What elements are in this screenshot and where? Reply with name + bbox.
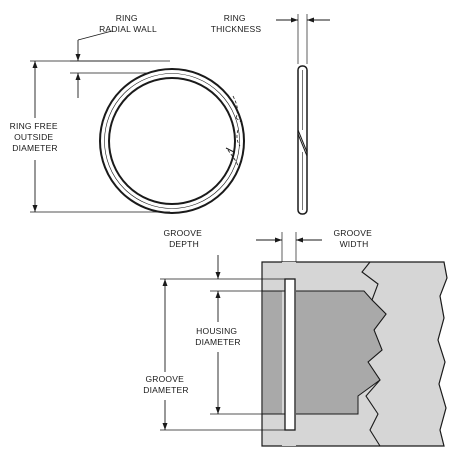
groove-depth-label: GROOVE DEPTH [163,228,204,249]
ring-thickness-label: RING THICKNESS [211,13,262,34]
ring-inner-edge [108,77,236,205]
groove-depth-dimension: GROOVE DEPTH [163,228,285,306]
ring-side-offset [297,129,308,157]
groove-width-label: GROOVE WIDTH [333,228,374,249]
ring-free-od-label: RING FREE OUTSIDE DIAMETER [10,121,61,153]
ring-front-view [99,68,245,214]
ring-middle-turn [104,73,240,209]
ring-outer-edge [99,68,245,214]
ring-side-view [297,65,308,215]
housing-section [261,261,448,447]
housing-diameter-dimension: HOUSING DIAMETER [195,306,262,415]
ring-thickness-dimension: RING THICKNESS [211,13,330,64]
housing-diameter-label: HOUSING DIAMETER [195,326,241,347]
ring-notch [225,147,235,161]
groove-diameter-label: GROOVE DIAMETER [143,374,189,395]
groove-diameter-dimension: GROOVE DIAMETER [143,278,285,431]
ring-radial-wall-label: RING RADIAL WALL [99,13,157,34]
ring-gap-detail [227,95,242,167]
ring-cross-section [284,278,296,431]
ring-free-od-dimension: RING FREE OUTSIDE DIAMETER [10,60,170,213]
groove-width-dimension: GROOVE WIDTH [256,228,374,262]
